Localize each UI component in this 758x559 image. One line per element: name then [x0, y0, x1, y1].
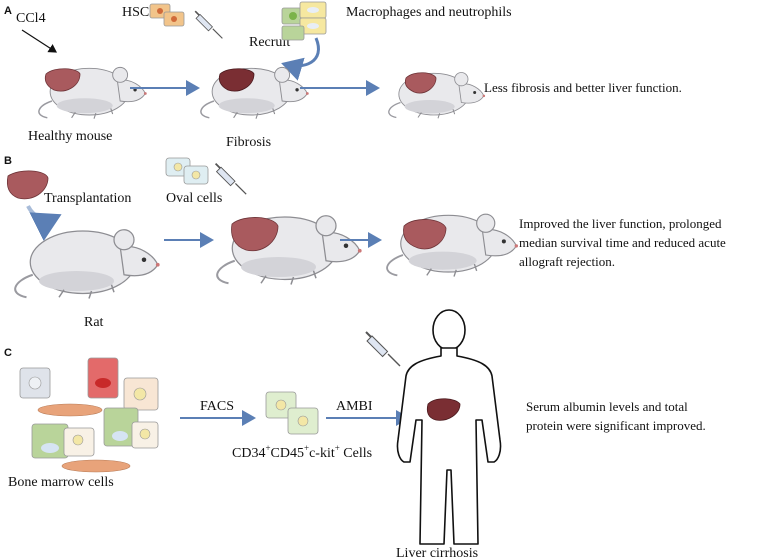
- donor-liver: [6, 170, 49, 200]
- transplantation-label: Transplantation: [44, 191, 131, 206]
- panel-c-label: C: [4, 347, 12, 359]
- panel-c-outcome-line1: Serum albumin levels and total: [526, 399, 688, 414]
- panel-c: C Bone marrow cells FACS: [4, 309, 706, 559]
- fibrosis-label: Fibrosis: [226, 135, 271, 150]
- cirrhotic-liver: [426, 398, 461, 421]
- liver-cirrhosis-label: Liver cirrhosis: [396, 546, 478, 559]
- sorted-cells: [265, 391, 319, 435]
- oval-cells-label: Oval cells: [166, 191, 222, 206]
- healthy-liver: [44, 68, 81, 92]
- rat: [14, 228, 161, 300]
- ccl4-label: CCl4: [16, 11, 46, 26]
- fibrosis-mouse: [200, 66, 310, 120]
- ccl4-arrow: [21, 29, 58, 53]
- panel-b: B Transplantation Oval cells Rat Improve…: [4, 155, 726, 330]
- healthy-mouse-label: Healthy mouse: [28, 129, 112, 144]
- improved-liver-b: [403, 219, 447, 250]
- syringe-icon: [194, 10, 224, 40]
- panel-b-outcome-line1: Improved the liver function, prolonged: [519, 216, 722, 231]
- recruit-label: Recruit: [249, 35, 290, 50]
- panel-a-label: A: [4, 5, 12, 17]
- recruit-curved-arrow: [281, 37, 320, 81]
- facs-label: FACS: [200, 399, 234, 414]
- treated-mouse-a: [388, 71, 486, 120]
- improved-liver-a: [404, 72, 437, 94]
- macrophages-label: Macrophages and neutrophils: [346, 5, 512, 20]
- cd34-plus: +: [265, 443, 270, 453]
- cd-cells-label: CD34+CD45+c-kit+ Cells: [232, 443, 372, 461]
- ckit-text: c-kit: [309, 446, 335, 461]
- rat-label: Rat: [84, 315, 104, 330]
- panel-b-outcome-line3: allograft rejection.: [519, 254, 615, 269]
- panel-c-outcome-line2: protein were significant improved.: [526, 418, 706, 433]
- bone-marrow-label: Bone marrow cells: [8, 475, 114, 490]
- cd34-text: CD34: [232, 446, 265, 461]
- panel-b-label: B: [4, 155, 12, 167]
- cells-text: Cells: [340, 446, 372, 461]
- hscs-label: HSCs: [122, 5, 155, 20]
- syringe-icon-b: [214, 162, 248, 196]
- ckit-plus: +: [335, 443, 340, 453]
- ambi-label: AMBI: [336, 399, 373, 414]
- oval-cells: [165, 157, 209, 185]
- panel-a: A CCl4 HSCs Recruit Macrophages and neut…: [4, 1, 682, 150]
- transplant-arrow: [26, 204, 62, 242]
- panel-b-outcome-line2: median survival time and reduced acute: [519, 235, 726, 250]
- syringe-icon-c: [365, 331, 401, 367]
- cd45-text: CD45: [271, 446, 304, 461]
- macrophage-cells: [281, 1, 327, 41]
- cd45-plus: +: [304, 443, 309, 453]
- fibrotic-liver: [218, 68, 255, 92]
- bone-marrow-cells-cluster: [19, 357, 159, 473]
- transplanted-liver: [231, 217, 279, 252]
- panel-a-outcome: Less fibrosis and better liver function.: [484, 80, 682, 95]
- human-body: [396, 309, 502, 545]
- hscs-cells: [149, 3, 185, 27]
